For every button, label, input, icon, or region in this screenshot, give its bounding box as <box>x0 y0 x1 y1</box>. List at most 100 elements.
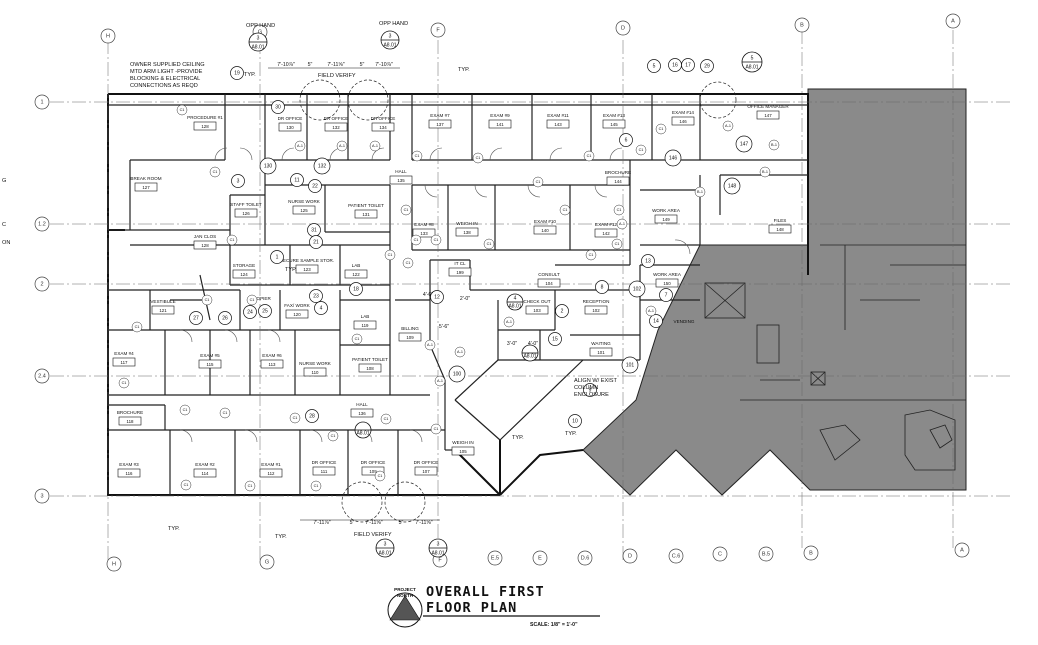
typ-label: TYP. <box>244 72 256 78</box>
keynote-tag: 29 <box>704 63 710 69</box>
room-number-box <box>546 119 570 129</box>
room-number: 108 <box>366 366 374 371</box>
room-name: NURSE WORK <box>288 199 321 204</box>
room-number: 132 <box>332 125 340 130</box>
keynote-tag-circle <box>664 149 682 167</box>
room-number: 112 <box>268 471 276 476</box>
room-name: DR OFFICE <box>371 116 396 121</box>
keynote-tag: 4 <box>320 305 323 311</box>
room-number: 117 <box>121 360 129 365</box>
grid-label: B.5 <box>762 551 770 557</box>
door-type-tag-circle <box>294 140 306 152</box>
keynote-tag-circle <box>308 179 322 193</box>
door-type-tag: C1 <box>617 208 622 212</box>
room-number: 122 <box>352 272 360 277</box>
keynote-tag-circle <box>349 282 363 296</box>
keynote-tag: 14 <box>653 318 659 324</box>
door-type-tag: C1 <box>355 337 360 341</box>
door-type-tag-circle <box>585 249 597 261</box>
room-number: 147 <box>764 113 772 118</box>
room-number-box <box>151 305 175 315</box>
door-type-tag-circle <box>454 346 466 358</box>
keynote-tag-circle <box>555 304 569 318</box>
room-number-box <box>455 227 479 237</box>
room-number-box <box>414 466 438 476</box>
room-name: WORK AREA <box>652 208 681 213</box>
grid-label: B <box>809 550 813 556</box>
align-note-line: ENCLOSURE <box>574 392 609 398</box>
room-number: 104 <box>545 281 553 286</box>
room-number-box <box>602 119 626 129</box>
room-number: 124 <box>240 272 248 277</box>
room-name: EXAM #6 <box>262 353 282 358</box>
door-type-tag-circle <box>289 412 301 424</box>
room-number-box <box>584 305 608 315</box>
room-name: EXAM #7 <box>430 113 450 118</box>
door-type-tag-circle <box>201 294 213 306</box>
section-sheet: A8.01 <box>356 430 369 436</box>
grid-bubbles-top <box>100 13 961 44</box>
section-sheet: A8.01 <box>378 550 391 556</box>
door-type-tag: C1 <box>293 416 298 420</box>
door-type-tag-circle <box>503 316 515 328</box>
keynote-tag-circle <box>259 157 277 175</box>
room-name: BILLING <box>401 326 419 331</box>
keynote-tag-circle <box>314 301 328 315</box>
keynote-tag-circle <box>231 174 245 188</box>
door-type-tag-circle <box>483 238 495 250</box>
room-name: CHECK OUT <box>523 299 550 304</box>
edge-fragment: C <box>2 222 6 228</box>
keynote-tag-circle <box>628 280 646 298</box>
door-type-tag: C1 <box>487 242 492 246</box>
grid-bubble <box>430 22 446 38</box>
keynote-tag-circle <box>621 356 639 374</box>
dimension: 7'-11⅝" <box>365 520 382 526</box>
room-name: SECURE SAMPLE STOR. <box>280 258 334 263</box>
room-number: 113 <box>269 362 277 367</box>
section-number: 4 <box>514 295 517 301</box>
door-type-tag-circle <box>179 404 191 416</box>
room-number: 131 <box>362 212 370 217</box>
room-number-box <box>533 225 557 235</box>
room-name: WEIGH IN <box>456 221 477 226</box>
keynote-tag-circle <box>641 254 655 268</box>
room-number-box <box>768 224 792 234</box>
door-type-tag-circle <box>616 218 628 230</box>
door-type-tag-circle <box>611 238 623 250</box>
door-type-tag: B-1 <box>762 170 768 174</box>
room-number: 109 <box>406 335 414 340</box>
room-name: STAFF TOILET <box>230 202 262 207</box>
door-type-tag-circle <box>694 186 706 198</box>
room-number-box <box>260 359 284 369</box>
keynote-tag-circle <box>309 235 323 249</box>
edge-text: G C ON <box>2 178 10 246</box>
typ-label: TYP. <box>512 435 524 441</box>
room-number: 146 <box>679 119 687 124</box>
room-number: 107 <box>422 469 430 474</box>
grid-labels-top: H G F D B A <box>106 18 955 39</box>
keynote-tag: 17 <box>685 62 691 68</box>
section-sheet: A8.01 <box>251 44 264 50</box>
room-number: 140 <box>541 228 549 233</box>
room-number-box <box>344 269 368 279</box>
door-type-tag: C1 <box>434 238 439 242</box>
room-number: 133 <box>420 231 428 236</box>
dimension: 5" <box>350 520 355 526</box>
room-number-box <box>361 466 385 476</box>
room-number: 142 <box>602 231 610 236</box>
room-number-box <box>448 267 472 277</box>
field-verify-bottom: FIELD VERIFY <box>354 532 392 538</box>
keynote-tag: 24 <box>247 309 253 315</box>
grid-lines <box>50 30 1010 560</box>
typ-label: TYP. <box>565 431 577 437</box>
section-sheet: A8.01 <box>508 303 521 309</box>
section-number: 3 <box>257 35 260 41</box>
door-type-tag-circle <box>226 234 238 246</box>
door-type-tag: C1 <box>314 484 319 488</box>
grid-label: F <box>436 27 440 33</box>
keynote-tag-circle <box>619 133 633 147</box>
keynote-tag: 13 <box>645 258 651 264</box>
grid-bubbles-bottom <box>106 542 970 572</box>
door-type-tag-circle <box>351 333 363 345</box>
